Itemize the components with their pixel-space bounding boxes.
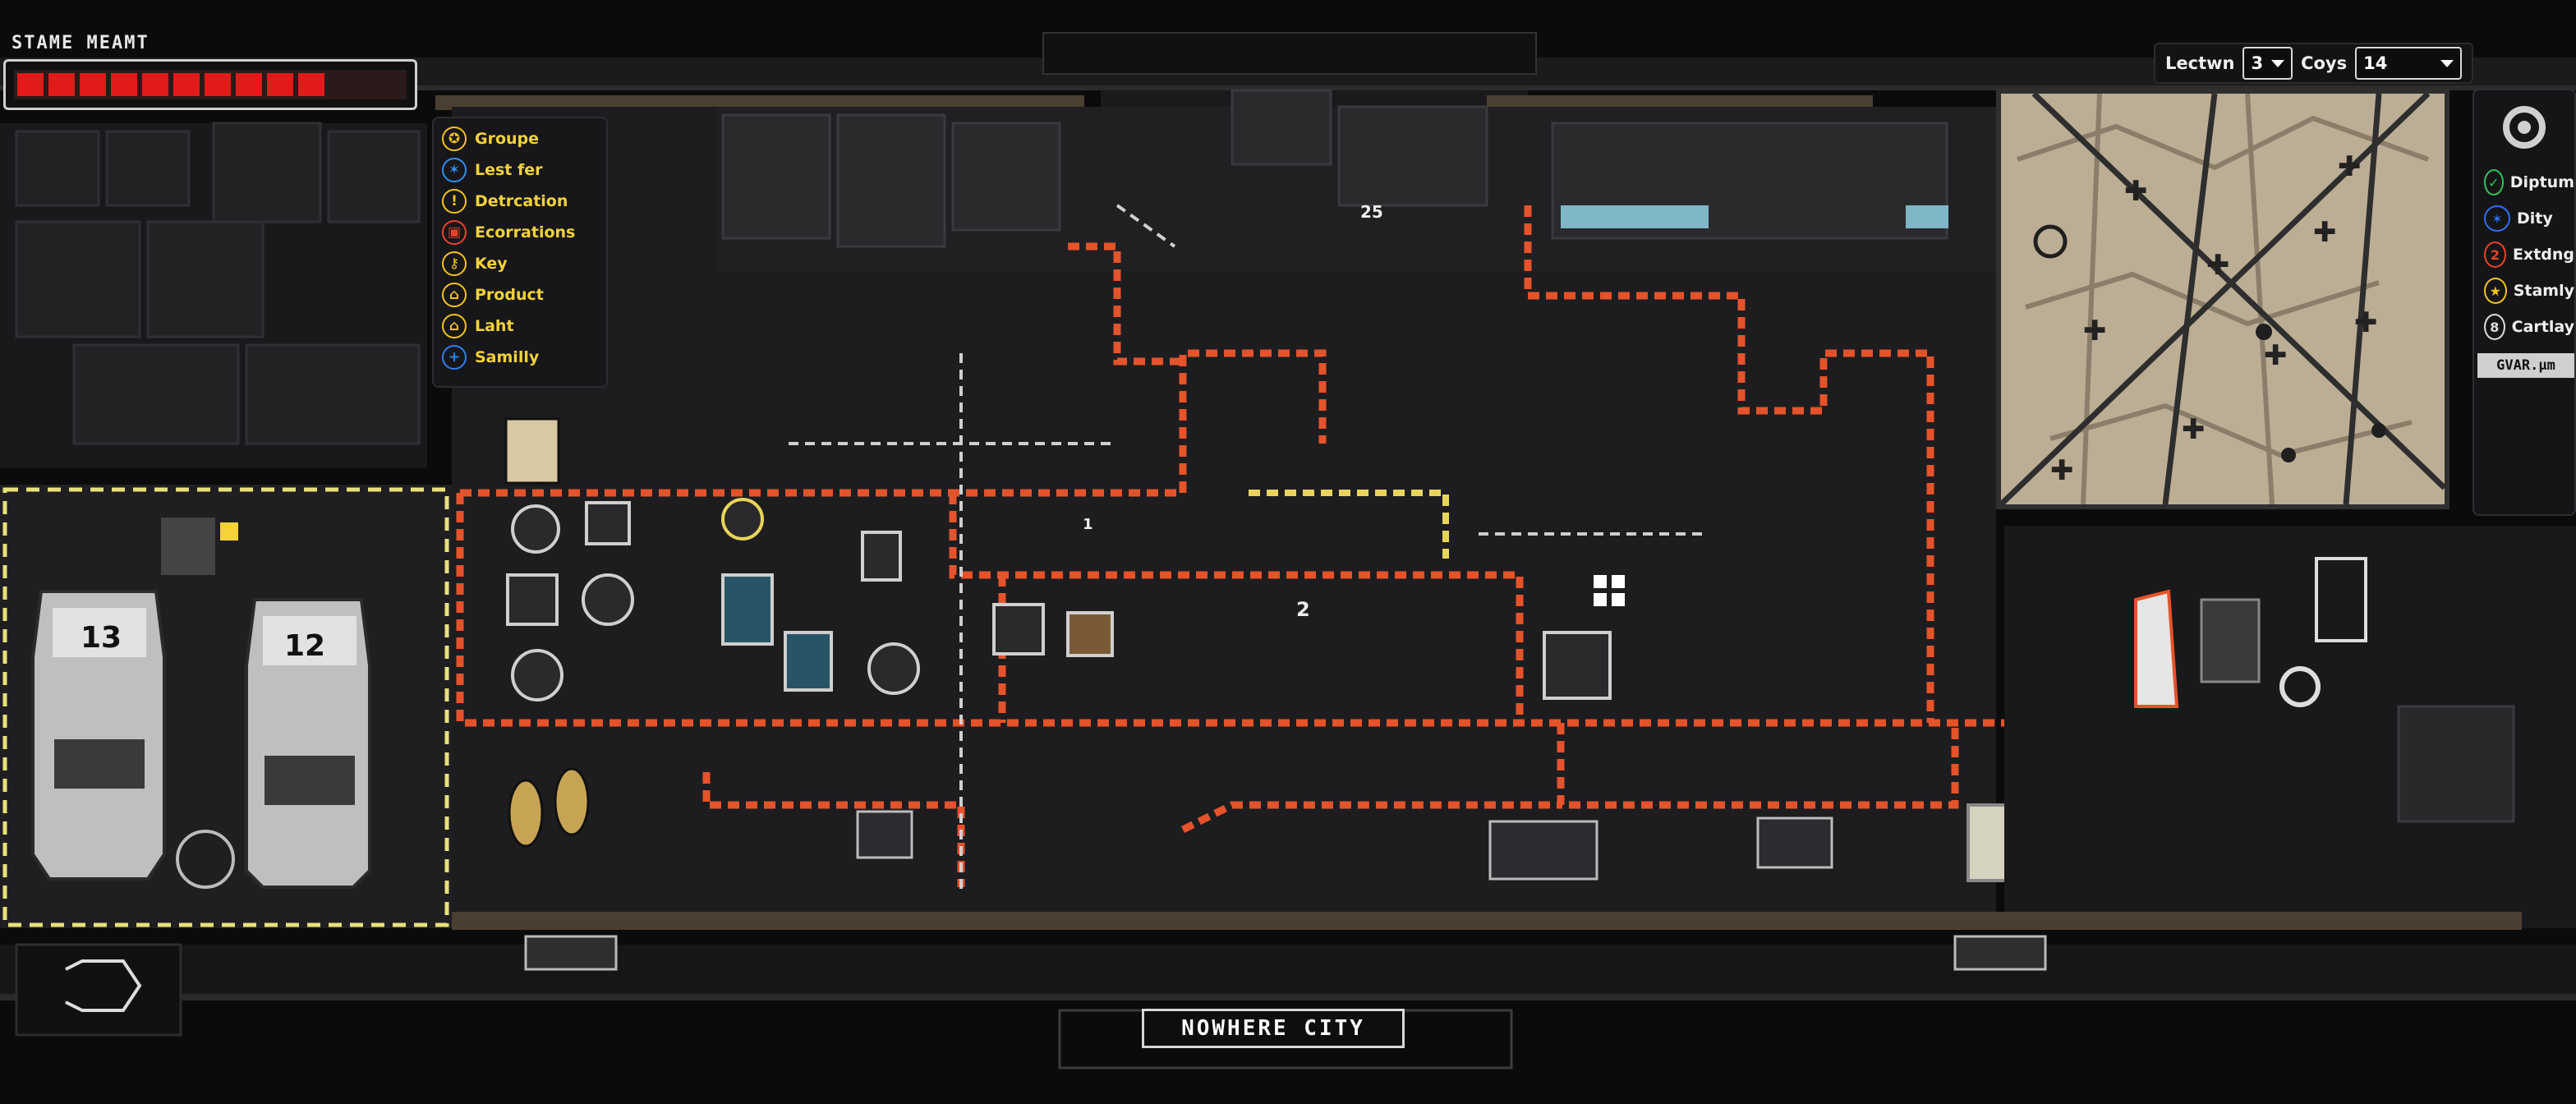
house-icon: ⌂ <box>442 314 467 338</box>
objective-item-cartlay[interactable]: 8 Cartlay <box>2474 309 2574 345</box>
groupe-icon: ✪ <box>442 126 467 151</box>
map-legend: ✪ Groupe ✶ Lest fer! Detrcation ▣ Ecorrations ⚷… <box>432 117 608 388</box>
settings-gear-icon[interactable] <box>2474 90 2574 164</box>
copy-select[interactable]: 14 <box>2355 47 2463 80</box>
number-icon: 8 <box>2484 314 2505 340</box>
health-segment <box>142 73 168 96</box>
svg-text:✚: ✚ <box>2338 150 2362 183</box>
map-controls: Lectwn 3 Coys 14 <box>2154 43 2474 84</box>
legend-label: Product <box>475 286 544 304</box>
health-segment <box>236 73 262 96</box>
vehicle-number-12: 12 <box>284 629 326 663</box>
svg-text:✚: ✚ <box>2083 315 2107 347</box>
objective-label: Dity <box>2517 209 2553 228</box>
legend-item-lest-fer[interactable]: ✶ Lest fer <box>442 154 598 186</box>
legend-label: Detrcation <box>475 192 568 210</box>
health-segment <box>111 73 137 96</box>
legend-item-detrcation[interactable]: ! Detrcation <box>442 186 598 217</box>
alert-icon: ! <box>442 189 467 214</box>
legend-label: Ecorrations <box>475 223 576 242</box>
legend-item-samilly[interactable]: + Samilly <box>442 342 598 373</box>
legend-label: Laht <box>475 317 514 335</box>
legend-item-product[interactable]: ⌂ Product <box>442 279 598 310</box>
vehicle-13 <box>31 590 166 881</box>
health-segment <box>17 73 44 96</box>
legend-item-ecorrations[interactable]: ▣ Ecorrations <box>442 217 598 248</box>
person-icon: ✶ <box>2484 205 2510 232</box>
objective-item-diptum[interactable]: ✓ Diptum <box>2474 164 2574 200</box>
vehicle-12 <box>245 598 371 889</box>
objective-item-extdng[interactable]: 2 Extdng <box>2474 237 2574 273</box>
copy-label: Coys <box>2301 53 2348 73</box>
vehicle-number-13: 13 <box>80 621 122 655</box>
location-label: Lectwn <box>2165 53 2235 73</box>
svg-text:✚: ✚ <box>2206 249 2230 282</box>
key-icon: ⚷ <box>442 251 467 276</box>
plus-icon: + <box>442 345 467 370</box>
legend-item-key[interactable]: ⚷ Key <box>442 248 598 279</box>
objective-panel: ✓ Diptum ✶ Dity 2 Extdng ★ Stamly 8 Cartlay GVAR.… <box>2472 89 2576 516</box>
legend-label: Samilly <box>475 348 540 366</box>
health-segment <box>48 73 75 96</box>
door-icon: ▣ <box>442 220 467 245</box>
chevron-down-icon <box>2440 59 2454 67</box>
objective-item-stamly[interactable]: ★ Stamly <box>2474 273 2574 309</box>
legend-label: Lest fer <box>475 161 543 179</box>
svg-text:✚: ✚ <box>2354 306 2378 339</box>
legend-label: Groupe <box>475 130 540 148</box>
svg-text:✚: ✚ <box>2182 413 2206 446</box>
copy-value: 14 <box>2363 53 2388 73</box>
health-segment <box>173 73 200 96</box>
svg-text:✚: ✚ <box>2050 454 2074 487</box>
svg-text:✚: ✚ <box>2264 339 2288 372</box>
check-icon: ✓ <box>2484 169 2504 196</box>
chevron-down-icon <box>2271 59 2285 67</box>
map-marker-25[interactable]: 25 <box>1360 202 1383 222</box>
location-value: 3 <box>2251 53 2264 73</box>
legend-item-groupe[interactable]: ✪ Groupe <box>442 123 598 154</box>
location-select[interactable]: 3 <box>2242 47 2293 80</box>
objective-item-dity[interactable]: ✶ Dity <box>2474 200 2574 237</box>
health-segment <box>80 73 106 96</box>
objective-label: Diptum <box>2509 173 2574 191</box>
objective-label: Extdng <box>2512 246 2574 264</box>
map-marker-1[interactable]: 1 <box>1083 516 1093 533</box>
health-fill <box>14 70 328 99</box>
objective-label: Cartlay <box>2511 318 2574 336</box>
person-icon: ✶ <box>442 158 467 182</box>
svg-text:✚: ✚ <box>2313 216 2337 249</box>
health-bar <box>3 59 417 110</box>
star-icon: ★ <box>2484 278 2507 304</box>
health-segment <box>205 73 231 96</box>
health-track <box>14 70 407 99</box>
city-name: NOWHERE CITY <box>1142 1009 1405 1048</box>
objective-label: Stamly <box>2513 282 2574 300</box>
legend-item-laht[interactable]: ⌂ Laht <box>442 310 598 342</box>
product-icon: ⌂ <box>442 283 467 307</box>
legend-label: Key <box>475 255 508 273</box>
number-icon: 2 <box>2484 242 2506 268</box>
map-marker-2[interactable]: 2 <box>1296 598 1310 621</box>
health-segment <box>267 73 293 96</box>
svg-text:✚: ✚ <box>2124 175 2148 208</box>
minimap[interactable]: ✚✚✚ ✚✚✚ ✚✚✚ <box>1996 89 2450 509</box>
minimap-image: ✚✚✚ ✚✚✚ ✚✚✚ <box>2001 94 2445 504</box>
status-title: STAME MEAMT <box>12 33 150 53</box>
panel-footer-label: GVAR.μm <box>2477 353 2574 378</box>
health-segment <box>298 73 324 96</box>
